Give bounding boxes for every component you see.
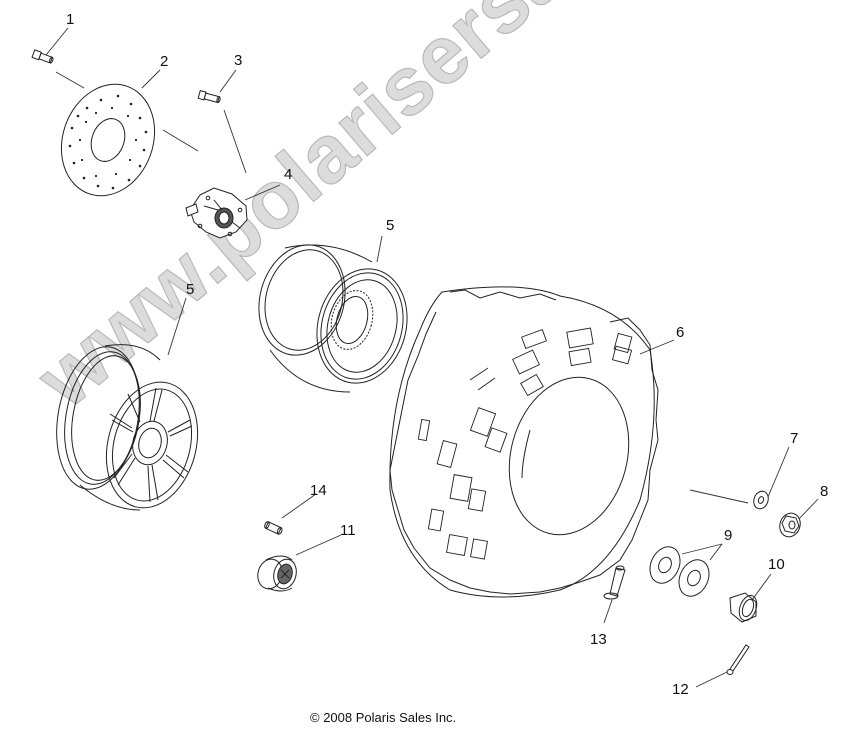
callout-5-upper: 5 <box>386 217 395 234</box>
callout-10: 10 <box>768 556 785 573</box>
bolt-part-1 <box>32 50 54 65</box>
callout-12: 12 <box>672 681 689 698</box>
callout-4: 4 <box>284 166 293 183</box>
valve-stem-part-13 <box>604 566 625 599</box>
brake-disc-part-2 <box>46 71 170 209</box>
callout-9: 9 <box>724 527 733 544</box>
bolt-part-3 <box>198 91 221 104</box>
castle-nut-part-10 <box>730 593 760 623</box>
cotter-pin-part-12 <box>727 645 749 675</box>
tire-tread-blocks <box>418 328 632 559</box>
wheel-rim-part-5-lower <box>46 340 211 518</box>
tire-part-6 <box>390 287 658 597</box>
callout-14: 14 <box>310 482 327 499</box>
copyright-notice: © 2008 Polaris Sales Inc. <box>310 710 457 725</box>
callout-5-lower: 5 <box>186 281 195 298</box>
callout-8: 8 <box>820 483 829 500</box>
wheel-rim-part-5-upper <box>247 235 420 393</box>
flange-nut-part-8 <box>776 510 803 539</box>
washer-part-7 <box>751 489 770 511</box>
callout-11: 11 <box>340 522 356 539</box>
wheel-cap-part-11 <box>255 556 300 592</box>
callout-2: 2 <box>160 53 169 70</box>
callout-3: 3 <box>234 52 243 69</box>
leader-lines <box>46 28 818 687</box>
callout-7: 7 <box>790 430 799 447</box>
washers-part-9 <box>644 542 714 601</box>
pin-part-14 <box>264 521 283 535</box>
callout-1: 1 <box>66 11 75 28</box>
callout-6: 6 <box>676 324 685 341</box>
callout-13: 13 <box>590 631 607 648</box>
hub-part-4 <box>186 188 247 238</box>
